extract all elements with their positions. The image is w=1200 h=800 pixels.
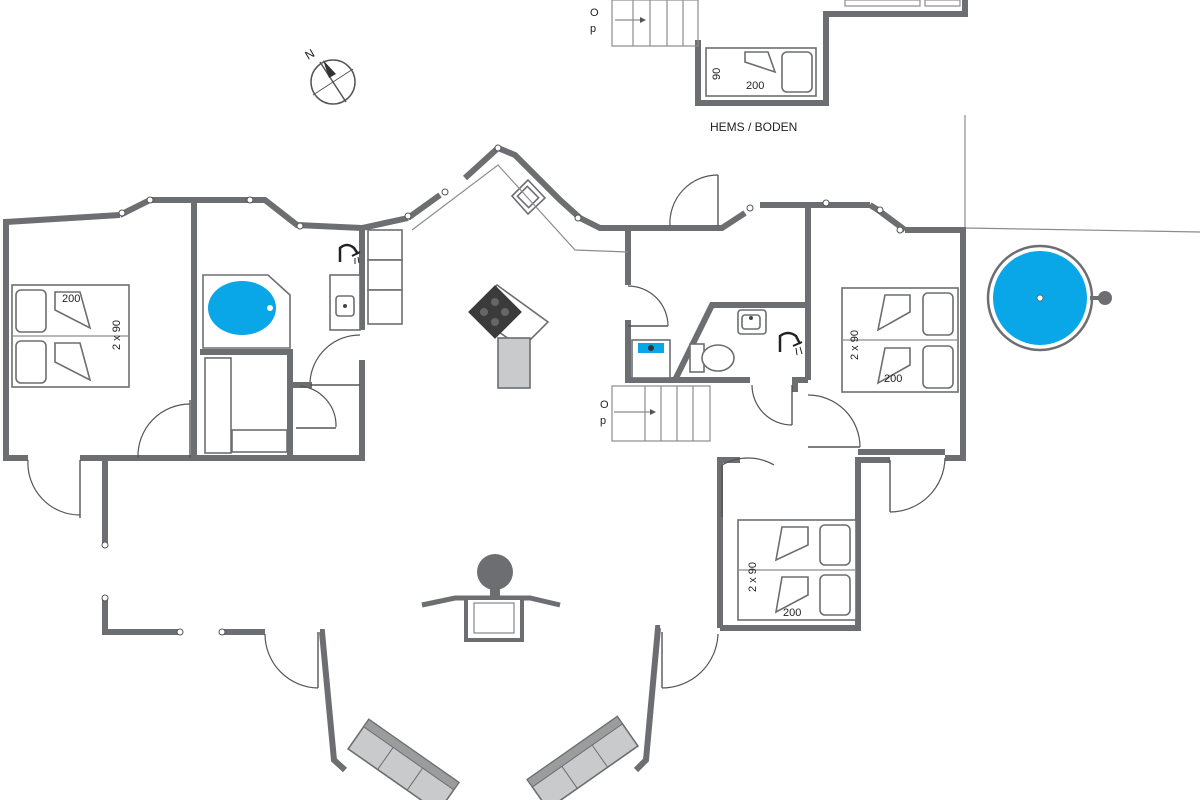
hot-tub-icon — [986, 244, 1112, 352]
stove-icon — [421, 554, 561, 642]
door-utility — [627, 285, 669, 327]
door-south-terrace — [264, 632, 319, 689]
southeast-bed-length: 200 — [783, 607, 801, 619]
door-bathroom-west — [309, 334, 361, 386]
southeast-bedroom-bed: 2 x 90 200 — [737, 519, 857, 621]
east-stairs: O p — [600, 385, 711, 442]
washing-machine-icon — [631, 339, 671, 379]
loft-stairs-label-top: O — [590, 7, 599, 19]
door-east-bedroom — [807, 394, 861, 448]
southeast-bed-count: 2 x 90 — [747, 562, 759, 592]
doors — [27, 174, 946, 689]
loft-label: HEMS / BODEN — [710, 120, 797, 134]
sofa-icon-east — [526, 715, 640, 800]
door-southeast-bedroom — [721, 457, 775, 517]
bathtub-icon — [202, 274, 291, 349]
shower-icon — [338, 243, 361, 264]
hob-icon — [468, 283, 550, 350]
door-east-bath — [751, 384, 793, 426]
door-west-entrance — [27, 459, 81, 518]
bath-bench — [204, 357, 288, 454]
door-west-bedroom — [137, 400, 191, 459]
sink-icon — [329, 274, 361, 331]
door-east-entry — [669, 174, 719, 227]
loft-section: 90 200 O p HEMS / BODEN — [590, 0, 968, 134]
toilet-icon — [689, 343, 735, 373]
east-bed-count: 2 x 90 — [849, 330, 861, 360]
loft-bed: 90 200 — [705, 47, 817, 97]
shower-icon-east — [778, 331, 803, 356]
east-bed-length: 200 — [884, 373, 902, 385]
loft-stairs-label-bottom: p — [590, 23, 596, 35]
door-southeast-terrace — [661, 632, 719, 689]
interior-walls — [100, 228, 945, 461]
east-bath-sink — [737, 309, 767, 335]
loft-stairs: O p — [590, 0, 699, 47]
west-bed-count: 2 x 90 — [111, 320, 123, 350]
kitchen-counter — [411, 164, 629, 253]
compass-icon: N — [303, 46, 356, 105]
kitchen-counter-west — [367, 229, 403, 325]
west-bed-length: 200 — [62, 293, 80, 305]
east-bedroom-bed: 2 x 90 200 — [841, 287, 959, 393]
sofa-icon — [347, 718, 461, 800]
compass-north-label: N — [303, 46, 318, 62]
door-bathroom-inner — [296, 385, 337, 429]
loft-bed-length: 200 — [746, 80, 764, 92]
windows — [101, 144, 904, 636]
kitchen-island — [497, 337, 531, 389]
east-stairs-label-bottom: p — [600, 415, 606, 427]
east-stairs-label-top: O — [600, 399, 609, 411]
door-east-exterior — [889, 457, 946, 513]
loft-bed-width: 90 — [711, 68, 723, 80]
west-bedroom-bed: 200 2 x 90 — [11, 284, 130, 388]
property-line — [964, 115, 1200, 233]
